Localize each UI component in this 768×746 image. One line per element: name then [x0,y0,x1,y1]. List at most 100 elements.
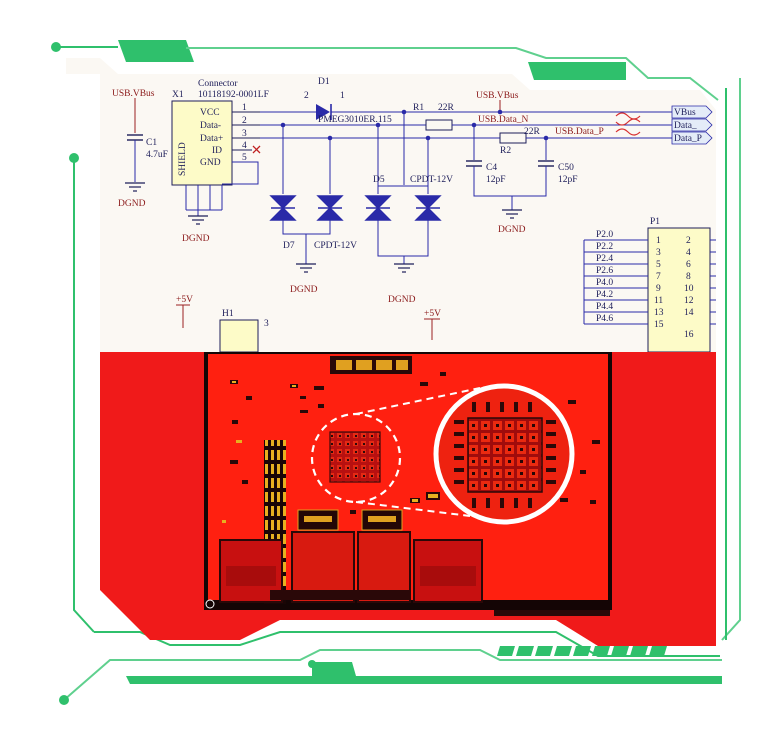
connector-pin-data-plus: Data+ [200,134,223,144]
p1-net-6: P4.4 [596,302,613,312]
dgnd-label-connector: DGND [182,234,210,244]
no-connect-marker [252,145,261,154]
h1-designator: H1 [222,309,234,319]
connector-header-label: Connector [198,79,238,89]
c50-designator: C50 [558,163,574,173]
p1-net-0: P2.0 [596,230,613,240]
pcb-zoom-pads [454,402,556,508]
p1-pin-13: 13 [654,308,664,318]
frame-node-bottom [59,695,69,705]
r1-value: 22R [438,103,455,113]
d1-pin-1: 1 [340,91,345,101]
p1-net-7: P4.6 [596,314,613,324]
pcb-main-chip [329,431,381,483]
ground-symbol-caps [502,209,522,219]
c1-designator: C1 [146,138,157,148]
frame-line-left [73,158,95,633]
tech-frame [51,40,741,705]
d7-tvs-diodes [269,195,344,221]
frame-tab-top-left [118,40,194,62]
d1-designator: D1 [318,77,330,87]
connector-designator: X1 [172,90,184,100]
r2-resistor [499,132,527,144]
ground-symbol-connector [188,215,208,225]
c1-value: 4.7uF [146,150,168,160]
connector-pin-id: ID [212,146,222,156]
frame-line-right-outer [721,78,741,641]
connector-pin-gnd: GND [200,158,221,168]
p1-net-2: P2.4 [596,254,613,264]
p1-net-4: P4.0 [596,278,613,288]
usb-data-p-label: USB.Data_P [555,127,604,137]
c4-value: 12pF [486,175,506,185]
connector-pin-number-4: 4 [242,141,247,151]
p1-pin-16: 16 [684,330,694,340]
p1-pin-2: 2 [686,236,691,246]
connector-pin-number-3: 3 [242,129,247,139]
dgnd-label-c1: DGND [118,199,146,209]
p1-pin-9: 9 [656,284,661,294]
c4-designator: C4 [486,163,497,173]
port-data-p-label: Data_P [674,134,702,144]
dgnd-label-caps: DGND [498,225,526,235]
connector-pin-vcc: VCC [200,108,220,118]
pcb-mid-connectors [297,509,403,531]
p1-pin-11: 11 [654,296,663,306]
r1-resistor [425,119,453,131]
pcb-bottom-connectors [219,531,483,603]
p1-pin-1: 1 [656,236,661,246]
r2-value: 22R [524,127,541,137]
ground-symbol-c1 [125,182,145,192]
frame-line-top-outer [186,47,719,101]
p1-net-1: P2.2 [596,242,613,252]
p1-pin-15: 15 [654,320,664,330]
usb-vbus-left-label: USB.VBus [112,89,155,99]
connector-pin-number-2: 2 [242,116,247,126]
usb-data-n-label: USB.Data_N [478,115,529,125]
d5-designator: D5 [373,175,385,185]
p1-pin-8: 8 [686,272,691,282]
p1-net-3: P2.6 [596,266,613,276]
p1-net-labels: P2.0 P2.2 P2.4 P2.6 P4.0 P4.2 P4.4 P4.6 [596,230,613,324]
schematic-background [66,58,716,352]
plus5v-right-label: +5V [424,309,441,319]
connector-part-number: 10118192-0001LF [198,90,269,100]
connector-pin-data-minus: Data- [200,121,221,131]
h1-pin-number: 3 [264,319,269,329]
p1-pin-6: 6 [686,260,691,270]
r1-designator: R1 [413,103,424,113]
frame-bar-bottom [126,662,722,684]
pcb-top-connectors [330,356,412,374]
plus5v-left-label: +5V [176,295,193,305]
pcb-gold-pads [222,381,438,523]
ground-symbol-d7 [296,263,316,273]
frame-dash-strip [497,646,667,656]
p1-pin-10: 10 [684,284,694,294]
output-ports [671,105,713,145]
p1-pin-numbers: 1 3 5 7 9 11 13 15 2 4 6 8 10 12 14 16 [654,236,694,340]
connector-pin-number-5: 5 [242,153,247,163]
h1-body [219,319,259,353]
connector-x1-body [171,100,233,186]
diff-pair-marker [615,112,641,136]
p1-net-5: P4.2 [596,290,613,300]
ground-symbol-d5 [394,263,414,273]
p1-pin-4: 4 [686,248,691,258]
connector-shield-label: SHIELD [178,142,188,176]
frame-line-bottom-outer [63,649,722,701]
p1-header-body [647,227,711,353]
pcb-zoom-chip [467,417,543,493]
d7-designator: D7 [283,241,295,251]
dgnd-label-d7: DGND [290,285,318,295]
pcb-panel [100,352,716,646]
p1-pin-12: 12 [684,296,694,306]
dgnd-label-d5: DGND [388,295,416,305]
frame-tab-top-right [528,62,626,80]
p1-pin-14: 14 [684,308,694,318]
p1-pin-5: 5 [656,260,661,270]
d7-part-number: CPDT-12V [314,241,357,251]
port-vbus-label: VBus [674,108,696,118]
connector-pin-number-1: 1 [242,103,247,113]
p1-pin-7: 7 [656,272,661,282]
